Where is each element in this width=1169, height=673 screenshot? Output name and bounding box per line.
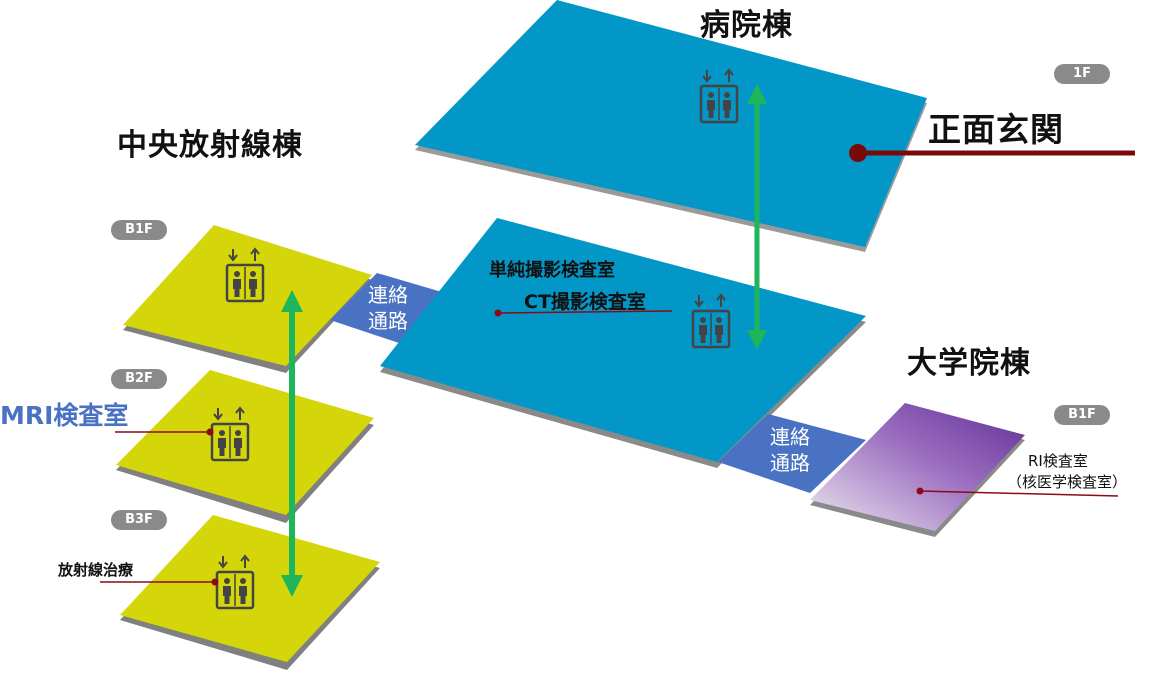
hospital-building-title: 病院棟 (700, 8, 793, 43)
hospital-floor-1f (415, 0, 927, 252)
corridor-left-line1: 連絡 (368, 283, 408, 307)
corridor-right (718, 414, 866, 493)
ct-room-label: CT撮影検査室 (524, 291, 646, 313)
central-radiology-building-title: 中央放射線棟 (117, 128, 303, 163)
radiotherapy-leader (100, 578, 219, 586)
general-xray-room-label: 単純撮影検査室 (489, 260, 615, 281)
ct-room-leader (494, 309, 673, 317)
corridor-left-label: 連絡 通路 (358, 282, 418, 334)
corridor-left-line2: 通路 (368, 309, 408, 333)
floor-badge-radiology-b3f: B3F (111, 510, 167, 530)
radiology-floor-b2f (116, 370, 374, 523)
main-entrance-label: 正面玄関 (928, 110, 1064, 149)
main-entrance-marker (849, 144, 1135, 162)
corridor-right-line2: 通路 (770, 451, 810, 475)
vertical-route-hospital (747, 84, 767, 350)
radiology-floor-b1f (123, 225, 372, 373)
mri-room-leader (115, 428, 214, 436)
floor-badge-university-b1f: B1F (1054, 405, 1110, 425)
ri-room-leader (916, 487, 1119, 497)
ri-room-label-line1: RI検査室 (1028, 452, 1088, 470)
university-floor-b1f (810, 403, 1025, 537)
university-building-title: 大学院棟 (907, 346, 1031, 381)
floor-badge-radiology-b1f: B1F (111, 220, 167, 240)
vertical-route-radiology (281, 290, 303, 597)
ri-room-label-line2: （核医学検査室） (1007, 473, 1128, 491)
floor-badge-radiology-b2f: B2F (111, 369, 167, 389)
radiology-floor-b3f (120, 515, 380, 670)
corridor-right-line1: 連絡 (770, 425, 810, 449)
radiotherapy-label: 放射線治療 (58, 561, 134, 579)
corridor-right-label: 連絡 通路 (760, 424, 820, 476)
hospital-floor-b1f (380, 218, 866, 468)
floor-badge-hospital-1f: 1F (1054, 64, 1110, 84)
mri-room-label: MRI検査室 (0, 401, 129, 430)
